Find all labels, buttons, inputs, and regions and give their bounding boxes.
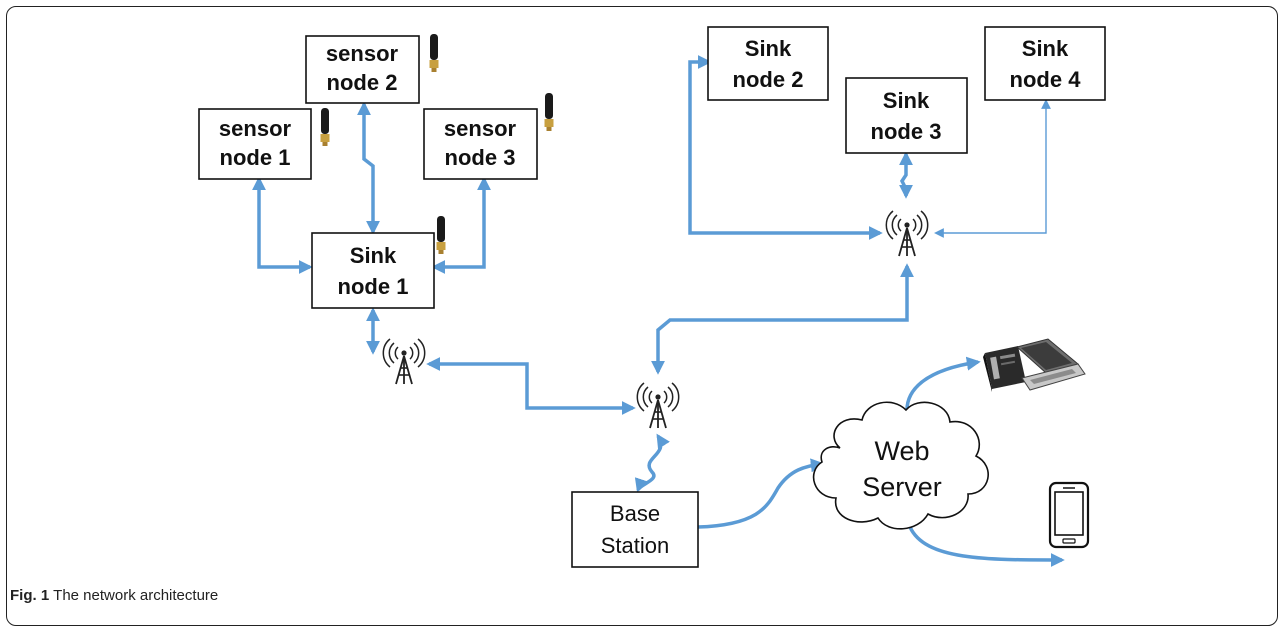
base-station-line1: Base [610,501,660,526]
sensor-node-2: sensor node 2 [305,35,420,104]
sensor-node-3-line2: node 3 [445,145,516,170]
base-station: Base Station [571,491,699,568]
antenna-icon [436,216,446,254]
sink-node-2-line1: Sink [745,36,792,61]
sensor-node-1-line1: sensor [219,116,292,141]
link-tower-central [426,357,636,415]
antenna-icon [429,34,439,72]
figure-caption-text: The network architecture [53,587,219,604]
sensor-node-2-line2: node 2 [327,70,398,95]
figure-caption-label: Fig. 1 [10,587,50,604]
web-server-cloud: Web Server [812,401,989,530]
sink-node-4-line2: node 4 [1010,67,1082,92]
base-station-line2: Station [601,533,670,558]
antenna-icon [320,108,330,146]
sink-node-1-line1: Sink [350,243,397,268]
sink-node-4: Sink node 4 [984,26,1106,101]
link-sink4-tower [934,99,1051,238]
antenna-icon [544,93,554,131]
link-basestation-webserver [697,458,825,529]
sensor-node-2-line1: sensor [326,41,399,66]
sensor-node-3: sensor node 3 [423,108,538,180]
sink-node-2: Sink node 2 [707,26,829,101]
link-central-upper-tower [651,263,914,375]
radio-tower-icon [636,382,680,429]
sink-node-1-line2: node 1 [338,274,409,299]
smartphone-icon [1048,481,1090,549]
link-sink3-tower [899,151,913,199]
network-architecture-diagram: sensor node 1 sensor node 2 sensor node … [198,26,1106,568]
sink-node-3-line2: node 3 [871,119,942,144]
link-sensor3-sink1 [431,176,491,274]
web-server-line2: Server [862,472,942,502]
link-sensor1-sink1 [252,176,313,274]
sensor-node-3-line1: sensor [444,116,517,141]
sink-node-3-line1: Sink [883,88,930,113]
link-webserver-phone [908,526,1065,567]
link-sink2-tower [688,55,883,240]
sink-node-1: Sink node 1 [311,232,435,309]
sink-node-2-line2: node 2 [733,67,804,92]
link-webserver-computers [905,356,981,413]
sink-node-3: Sink node 3 [845,77,968,154]
web-server-line1: Web [874,436,929,466]
sensor-node-1: sensor node 1 [198,108,312,180]
link-tower-basestation [634,433,670,493]
radio-tower-icon [885,210,929,257]
computer-icon [983,338,1086,392]
sink-node-4-line1: Sink [1022,36,1069,61]
sensor-node-1-line2: node 1 [220,145,291,170]
radio-tower-icon [382,338,426,385]
link-sensor2-sink1 [357,101,380,235]
